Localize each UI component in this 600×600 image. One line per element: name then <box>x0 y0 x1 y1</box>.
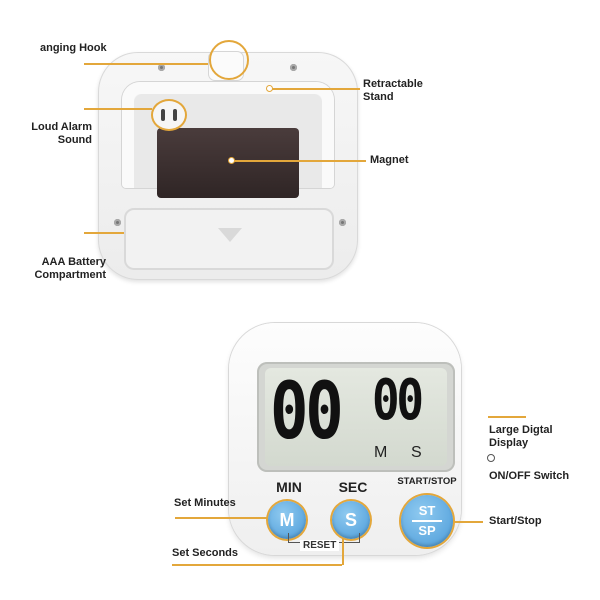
label-magnet: Magnet <box>370 154 409 166</box>
callout-line <box>272 88 360 90</box>
st-text: ST <box>418 503 436 518</box>
callout-line <box>342 539 344 565</box>
magnet-plate <box>157 128 299 198</box>
min-button[interactable]: M <box>268 501 306 539</box>
label-set-minutes: Set Minutes <box>174 497 236 509</box>
callout-line <box>488 416 526 418</box>
battery-compartment-cover[interactable] <box>124 208 334 270</box>
screw-icon <box>339 219 346 226</box>
label-hanging-hook: anging Hook <box>40 42 107 54</box>
lcd-display <box>265 368 447 466</box>
seconds-unit: S <box>411 444 422 461</box>
callout-line <box>84 108 152 110</box>
sp-text: SP <box>418 523 436 538</box>
label-start-stop: Start/Stop <box>489 515 542 527</box>
speaker-icon <box>151 99 187 131</box>
screw-icon <box>114 219 121 226</box>
label-battery: AAA Battery Compartment <box>34 256 106 281</box>
start-stop-button[interactable]: ST SP <box>401 495 453 547</box>
retractable-stand[interactable] <box>122 82 334 188</box>
battery-arrow-icon <box>218 228 242 242</box>
seconds-digits: 00 <box>372 368 424 433</box>
screw-icon <box>158 64 165 71</box>
callout-line <box>84 63 208 65</box>
min-label: MIN <box>276 479 302 495</box>
sec-label: SEC <box>338 479 368 495</box>
screw-icon <box>290 64 297 71</box>
start-stop-label: START/STOP <box>397 476 457 487</box>
callout-dot <box>228 157 235 164</box>
divider <box>412 520 442 522</box>
callout-line <box>232 160 366 162</box>
minutes-digits: 00 <box>270 367 344 457</box>
reset-label: RESET <box>300 540 340 551</box>
label-large-display: Large Digtal Display <box>489 424 553 449</box>
callout-line <box>175 517 268 519</box>
sec-button[interactable]: S <box>332 501 370 539</box>
minutes-unit: M <box>374 444 388 461</box>
hanging-hook-highlight <box>209 40 249 80</box>
label-retractable-stand: Retractable Stand <box>363 78 423 103</box>
callout-dot <box>266 85 273 92</box>
callout-line <box>453 521 483 523</box>
label-set-seconds: Set Seconds <box>172 547 239 559</box>
label-on-off-switch: ON/OFF Switch <box>489 470 570 482</box>
on-off-switch-icon[interactable] <box>487 454 495 462</box>
callout-line <box>172 564 342 566</box>
label-loud-alarm: Loud Alarm Sound <box>31 121 92 146</box>
callout-line <box>84 232 124 234</box>
